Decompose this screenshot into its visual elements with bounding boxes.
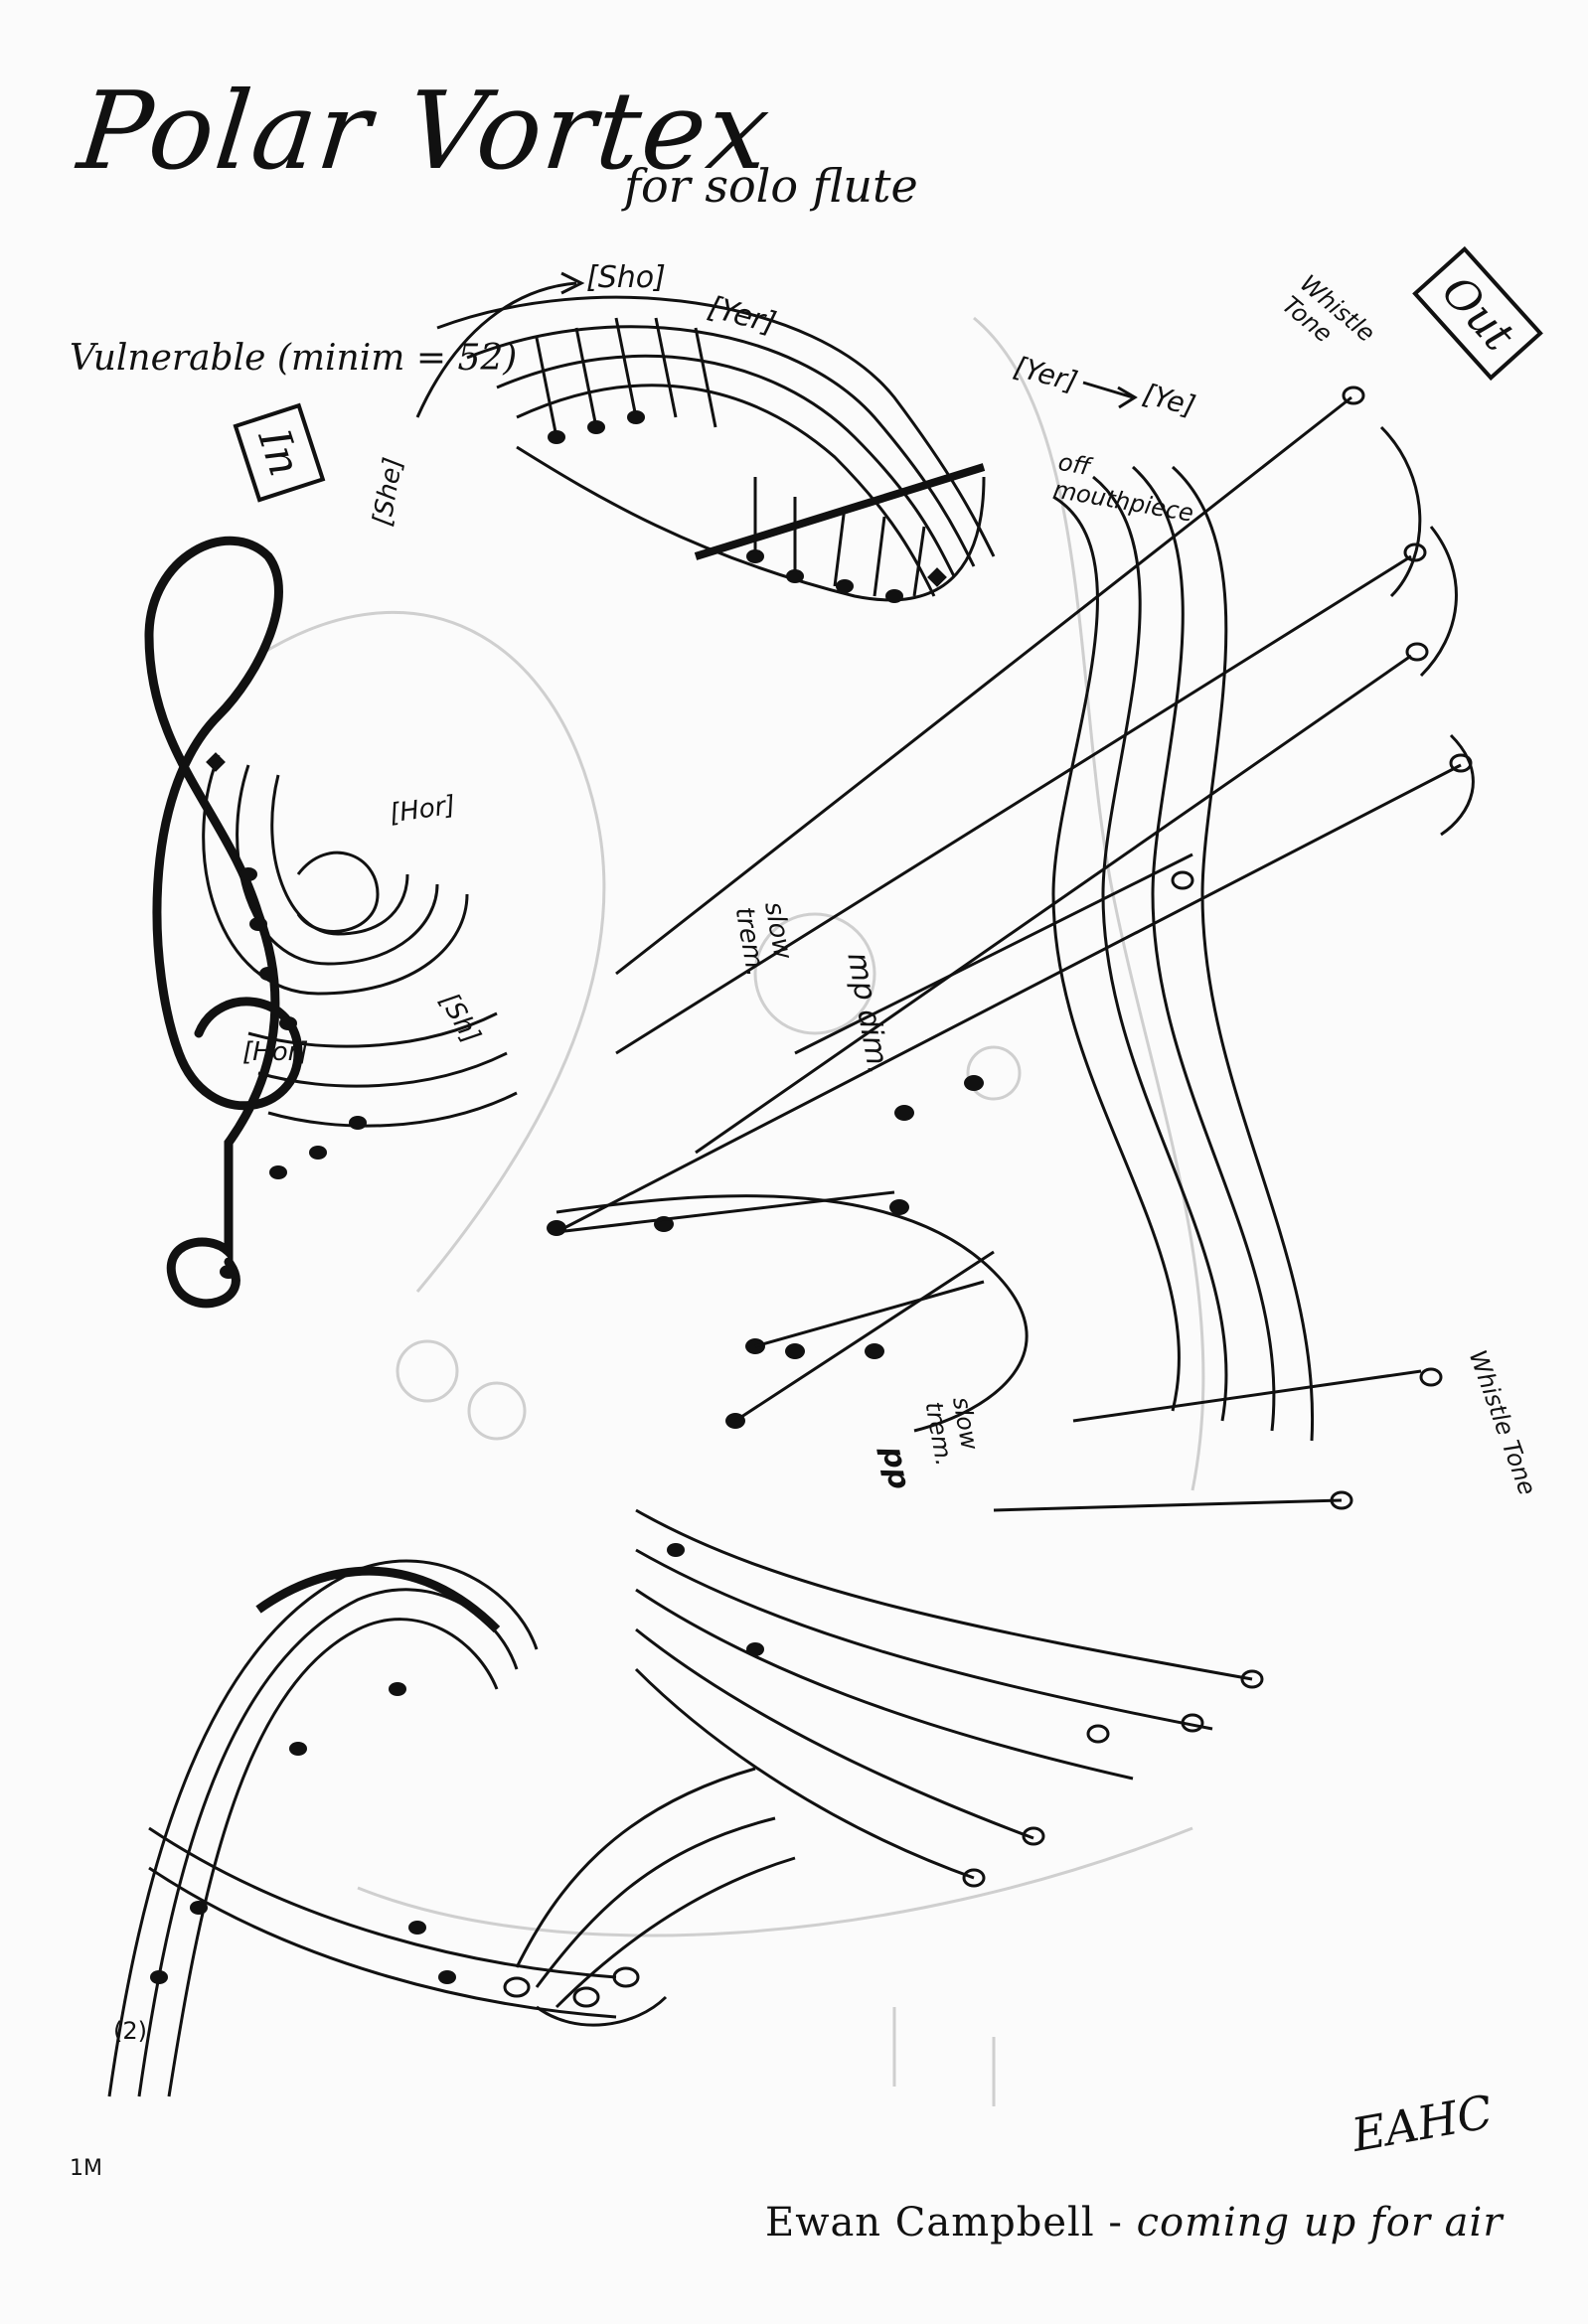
lower-right-noteheads: [1330, 1367, 1443, 1510]
credit-line: Ewan Campbell - coming up for air: [765, 2200, 1503, 2246]
slur-arcs-right: [1379, 425, 1475, 837]
ascending-arrow: [415, 271, 1138, 418]
lower-right-lines: [556, 1190, 1422, 1512]
left-spiral-noteheads: [206, 752, 367, 1279]
ghost-score-layer: [257, 316, 1205, 2106]
lower-left-noteheads: [150, 1543, 764, 1984]
pp-dynamic: pp: [874, 1444, 917, 1492]
collection-name: coming up for air: [1136, 2200, 1504, 2246]
upper-staff-stems: [535, 317, 986, 597]
hor-lower-label: [Hor]: [242, 1037, 309, 1067]
upper-staff-noteheads: [548, 410, 947, 603]
lower-fan-lines: [634, 1508, 1253, 1880]
left-spiral-staff: [202, 754, 518, 1128]
composer-name: Ewan Campbell: [765, 2200, 1095, 2246]
one-m-label: 1M: [70, 2156, 102, 2181]
central-noteheads: [547, 1075, 984, 1429]
sho-label: [Sho]: [586, 260, 666, 295]
upper-staff: [436, 295, 996, 602]
treble-clef: [144, 536, 303, 1309]
lower-left-open-noteheads: [503, 1966, 668, 2027]
tempo-marking: Vulnerable (minim = 52): [70, 338, 518, 379]
whistle-tone-noteheads: [1171, 386, 1473, 890]
credit-separator: -: [1108, 2200, 1123, 2246]
central-wavy-staff: [556, 465, 1315, 1442]
lower-left-staff: [107, 1559, 796, 2097]
page-subtitle: for solo flute: [624, 159, 918, 213]
lower-fan-noteheads: [962, 1669, 1264, 1888]
two-circ-label: (2): [113, 2017, 147, 2045]
radiating-lines-upper: [556, 395, 1462, 1234]
